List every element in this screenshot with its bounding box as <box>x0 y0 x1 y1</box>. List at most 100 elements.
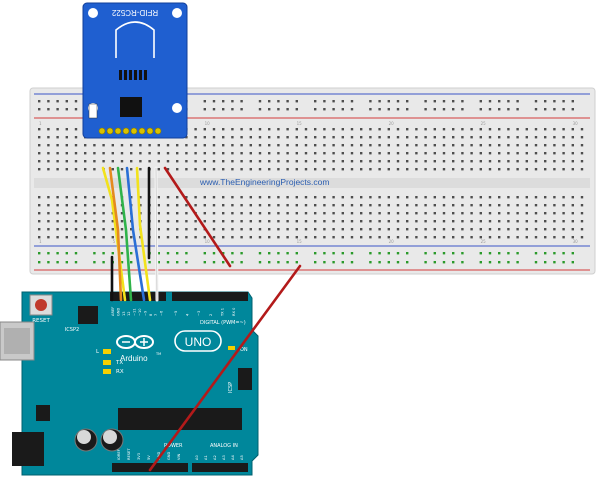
breadboard-hole <box>111 144 114 147</box>
breadboard-hole <box>277 128 280 131</box>
breadboard-hole <box>295 196 298 199</box>
module-pad <box>119 70 122 80</box>
breadboard-hole <box>562 136 565 139</box>
breadboard-hole <box>442 228 446 231</box>
breadboard-hole <box>74 136 78 139</box>
breadboard-hole <box>341 252 344 255</box>
breadboard-hole <box>350 228 354 231</box>
column-label: 1 <box>39 239 42 244</box>
breadboard-hole <box>341 212 344 215</box>
wire-green <box>116 166 133 302</box>
breadboard-hole <box>544 100 547 103</box>
breadboard-hole <box>185 144 188 147</box>
breadboard-hole <box>194 144 197 147</box>
reset-button-icon[interactable] <box>35 299 47 311</box>
breadboard-hole <box>185 212 188 215</box>
breadboard-hole <box>433 196 436 199</box>
breadboard-hole <box>176 144 179 147</box>
breadboard-hole <box>222 212 225 215</box>
breadboard-hole <box>433 252 436 255</box>
breadboard-hole <box>47 252 50 255</box>
breadboard-hole <box>461 204 464 207</box>
breadboard-hole <box>525 144 528 147</box>
breadboard-hole <box>166 252 170 255</box>
breadboard-hole <box>56 220 59 223</box>
breadboard-hole <box>231 108 234 111</box>
breadboard-hole <box>461 168 464 171</box>
breadboard-hole <box>74 160 78 163</box>
breadboard-hole <box>38 204 41 207</box>
capacitor-left-top <box>77 430 91 444</box>
breadboard-hole <box>470 220 473 223</box>
breadboard-hole <box>442 220 446 223</box>
breadboard-hole <box>350 128 354 131</box>
breadboard-hole <box>479 236 482 239</box>
breadboard-hole <box>571 261 574 264</box>
digital-pin-label: 12 <box>127 311 131 316</box>
breadboard-hole <box>157 252 160 255</box>
breadboard-hole <box>350 108 354 111</box>
breadboard-hole <box>470 228 473 231</box>
breadboard-hole <box>332 252 335 255</box>
breadboard-hole <box>286 108 289 111</box>
breadboard-hole <box>56 204 59 207</box>
breadboard-hole <box>240 252 243 255</box>
breadboard-hole <box>442 252 446 255</box>
breadboard-hole <box>534 236 538 239</box>
rx-led <box>103 369 111 374</box>
breadboard-hole <box>249 220 252 223</box>
breadboard-hole <box>516 100 519 103</box>
icsp-header <box>238 368 252 390</box>
breadboard-hole <box>222 160 225 163</box>
breadboard-hole <box>84 160 87 163</box>
breadboard-hole <box>286 252 289 255</box>
breadboard-hole <box>286 220 289 223</box>
breadboard-hole <box>231 261 234 264</box>
breadboard-hole <box>332 212 335 215</box>
breadboard-hole <box>516 220 519 223</box>
breadboard-hole <box>139 160 142 163</box>
breadboard-hole <box>93 252 96 255</box>
breadboard-hole <box>194 168 197 171</box>
voltage-regulator <box>36 405 50 421</box>
column-label: 25 <box>481 121 487 126</box>
breadboard-hole <box>268 144 271 147</box>
breadboard-hole <box>488 128 492 131</box>
breadboard-hole <box>166 160 170 163</box>
breadboard-hole <box>406 236 409 239</box>
jumper-wires <box>101 166 302 472</box>
breadboard-hole <box>240 261 243 264</box>
breadboard-hole <box>433 212 436 215</box>
breadboard-hole <box>185 136 188 139</box>
breadboard-hole <box>424 196 427 199</box>
breadboard-hole <box>350 220 354 223</box>
breadboard-hole <box>38 152 41 155</box>
breadboard-hole <box>185 228 188 231</box>
breadboard-hole <box>433 136 436 139</box>
breadboard-center-channel <box>34 178 590 188</box>
breadboard-hole <box>130 228 133 231</box>
breadboard-hole <box>277 196 280 199</box>
icsp2-header <box>78 306 98 324</box>
breadboard-hole <box>479 252 482 255</box>
breadboard-hole <box>341 128 344 131</box>
breadboard-hole <box>544 204 547 207</box>
breadboard-hole <box>498 108 501 111</box>
breadboard-hole <box>479 220 482 223</box>
breadboard-hole <box>323 160 326 163</box>
module-pin <box>106 127 114 135</box>
breadboard-hole <box>157 220 160 223</box>
breadboard-hole <box>488 100 492 103</box>
breadboard-hole <box>240 144 243 147</box>
breadboard-hole <box>120 220 124 223</box>
breadboard-hole <box>433 144 436 147</box>
breadboard-hole <box>74 152 78 155</box>
breadboard-hole <box>580 228 584 231</box>
breadboard-hole <box>47 108 50 111</box>
breadboard-hole <box>139 152 142 155</box>
breadboard-hole <box>38 108 41 111</box>
breadboard-hole <box>544 136 547 139</box>
breadboard-hole <box>47 196 50 199</box>
breadboard-hole <box>571 220 574 223</box>
power-pin-label: GND <box>167 452 171 460</box>
